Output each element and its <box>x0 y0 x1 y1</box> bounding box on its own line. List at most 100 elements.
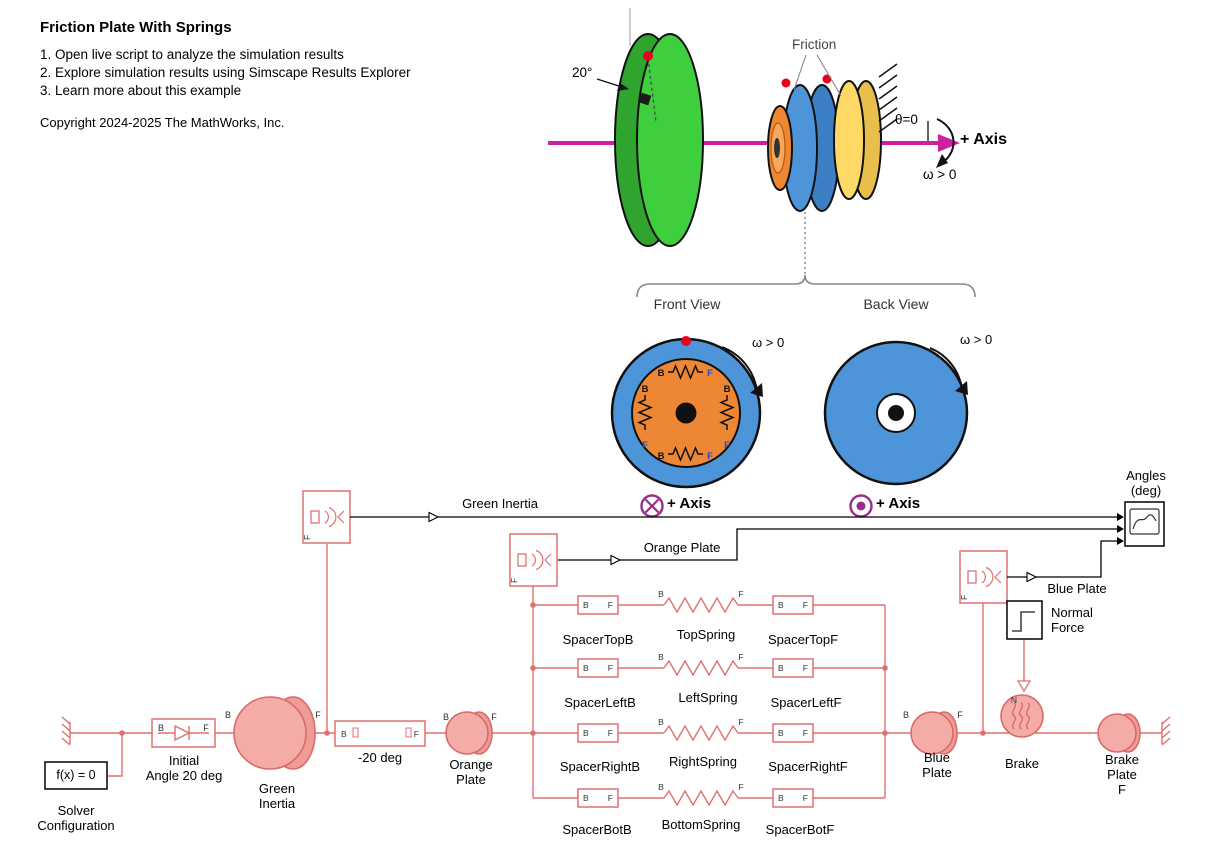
back-omega-label: ω > 0 <box>960 332 993 347</box>
port-label: F <box>491 712 497 722</box>
port-label: F <box>738 652 743 662</box>
port-label: B <box>341 729 347 739</box>
view-callout <box>636 212 976 298</box>
signal-line-orange-plate[interactable] <box>558 525 1124 566</box>
green-disc-illustration <box>614 33 704 247</box>
spacer-top-f-block[interactable]: B F <box>772 595 814 615</box>
spacer-right-b-label: SpacerRightB <box>559 759 641 774</box>
spacer-bot-f-label: SpacerBotF <box>765 822 835 837</box>
spacer-right-f-block[interactable]: B F <box>772 723 814 743</box>
port-label: F <box>803 663 808 673</box>
physical-signal-arrow <box>1016 680 1032 693</box>
orange-plate-block[interactable]: B F <box>443 711 497 755</box>
spacer-bot-f-block[interactable]: B F <box>772 788 814 808</box>
axis-into-page-icon <box>640 494 664 518</box>
red-marker-dot <box>681 336 691 346</box>
port-label: B <box>443 712 449 722</box>
signal-line-blue-plate[interactable] <box>1007 537 1124 583</box>
signal-label-blue-plate[interactable]: Blue Plate <box>1047 581 1107 596</box>
solver-configuration-block[interactable] <box>44 761 108 790</box>
axis-label: + Axis <box>960 131 1007 148</box>
back-view-label: Back View <box>863 296 929 312</box>
brake-plate-f-block[interactable] <box>1097 713 1141 753</box>
brake-label: Brake <box>1005 756 1039 771</box>
port-label: F <box>707 451 713 462</box>
port-label: F <box>608 600 613 610</box>
left-spring-block[interactable]: B F <box>658 652 744 677</box>
port-label: N <box>1011 695 1017 705</box>
copyright-text: Copyright 2024-2025 The MathWorks, Inc. <box>40 115 285 130</box>
port-label: B <box>583 600 589 610</box>
port-label: F <box>302 535 312 540</box>
port-label: B <box>658 589 664 599</box>
scope-block[interactable] <box>1124 501 1165 547</box>
rotational-reference-left[interactable] <box>61 716 78 746</box>
motion-sensor-blue[interactable]: F <box>959 550 1008 604</box>
red-marker-dot <box>643 51 653 61</box>
friction-callout-lines <box>793 54 842 97</box>
top-spring-glyph <box>668 364 703 380</box>
front-view-label: Front View <box>653 296 721 312</box>
port-label: F <box>724 440 730 451</box>
port-label: B <box>583 793 589 803</box>
theta-zero-label: θ=0 <box>895 112 918 127</box>
bottom-spring-block[interactable]: B F <box>658 782 744 807</box>
spacer-bot-b-label: SpacerBotB <box>562 822 632 837</box>
bottom-spring-glyph <box>668 446 703 462</box>
spacer-left-b-block[interactable]: B F <box>577 658 619 678</box>
front-view-illustration: B F B F B F B F <box>610 336 763 489</box>
port-label: B <box>642 384 649 395</box>
motion-sensor-orange[interactable]: F <box>509 533 558 587</box>
spacer-left-f-block[interactable]: B F <box>772 658 814 678</box>
red-marker-dot <box>822 74 832 84</box>
port-label: B <box>658 782 664 792</box>
port-label: F <box>608 663 613 673</box>
port-label: F <box>957 710 963 720</box>
port-label: F <box>414 729 419 739</box>
spacer-right-b-block[interactable]: B F <box>577 723 619 743</box>
port-label: B <box>778 600 784 610</box>
wall-hatching <box>878 63 898 133</box>
port-label: F <box>959 595 969 600</box>
spacer-top-f-label: SpacerTopF <box>767 632 839 647</box>
scope-label: Angles (deg) <box>1126 468 1166 498</box>
port-label: B <box>583 663 589 673</box>
right-spring-block[interactable]: B F <box>658 717 744 742</box>
step-link-1[interactable]: 1. Open live script to analyze the simul… <box>40 47 344 62</box>
offset-20deg-label: -20 deg <box>357 750 403 765</box>
signal-label-orange-plate[interactable]: Orange Plate <box>643 540 721 555</box>
rotational-reference-right[interactable] <box>1161 716 1171 746</box>
offset-20deg-block[interactable]: B F <box>334 720 426 747</box>
bottom-spring-label: BottomSpring <box>661 817 741 832</box>
spacer-bot-b-block[interactable]: B F <box>577 788 619 808</box>
normal-force-block[interactable] <box>1006 600 1043 640</box>
port-label: B <box>225 710 231 720</box>
top-spring-block[interactable]: B F <box>658 589 744 614</box>
port-label: F <box>608 728 613 738</box>
orange-plate-label: Orange Plate <box>449 757 493 787</box>
signal-line-green-inertia[interactable] <box>350 511 1124 523</box>
left-spring-glyph <box>637 395 653 430</box>
back-axis-label: + Axis <box>876 495 921 512</box>
spacer-top-b-block[interactable]: B F <box>577 595 619 615</box>
blue-plate-block[interactable]: B F <box>903 710 963 755</box>
step-link-3[interactable]: 3. Learn more about this example <box>40 83 242 98</box>
port-label: F <box>738 717 743 727</box>
axis-arrowhead <box>938 134 960 152</box>
port-label: F <box>738 589 743 599</box>
motion-sensor-green[interactable]: F <box>302 490 351 544</box>
step-signal-icon <box>1012 611 1035 632</box>
port-label: F <box>509 578 519 583</box>
step-link-2[interactable]: 2. Explore simulation results using Sims… <box>40 65 411 80</box>
green-inertia-block[interactable]: B F <box>225 696 321 770</box>
brake-block[interactable]: N <box>1000 680 1044 738</box>
port-label: B <box>658 451 665 462</box>
blue-plate-label: Blue Plate <box>922 750 952 780</box>
port-label: B <box>583 728 589 738</box>
initial-angle-block[interactable]: B F <box>151 718 216 748</box>
port-label: B <box>778 793 784 803</box>
front-omega-label: ω > 0 <box>752 335 785 350</box>
omega-label: ω > 0 <box>923 167 957 182</box>
signal-label-green-inertia[interactable]: Green Inertia <box>462 496 538 511</box>
friction-label: Friction <box>792 37 837 52</box>
